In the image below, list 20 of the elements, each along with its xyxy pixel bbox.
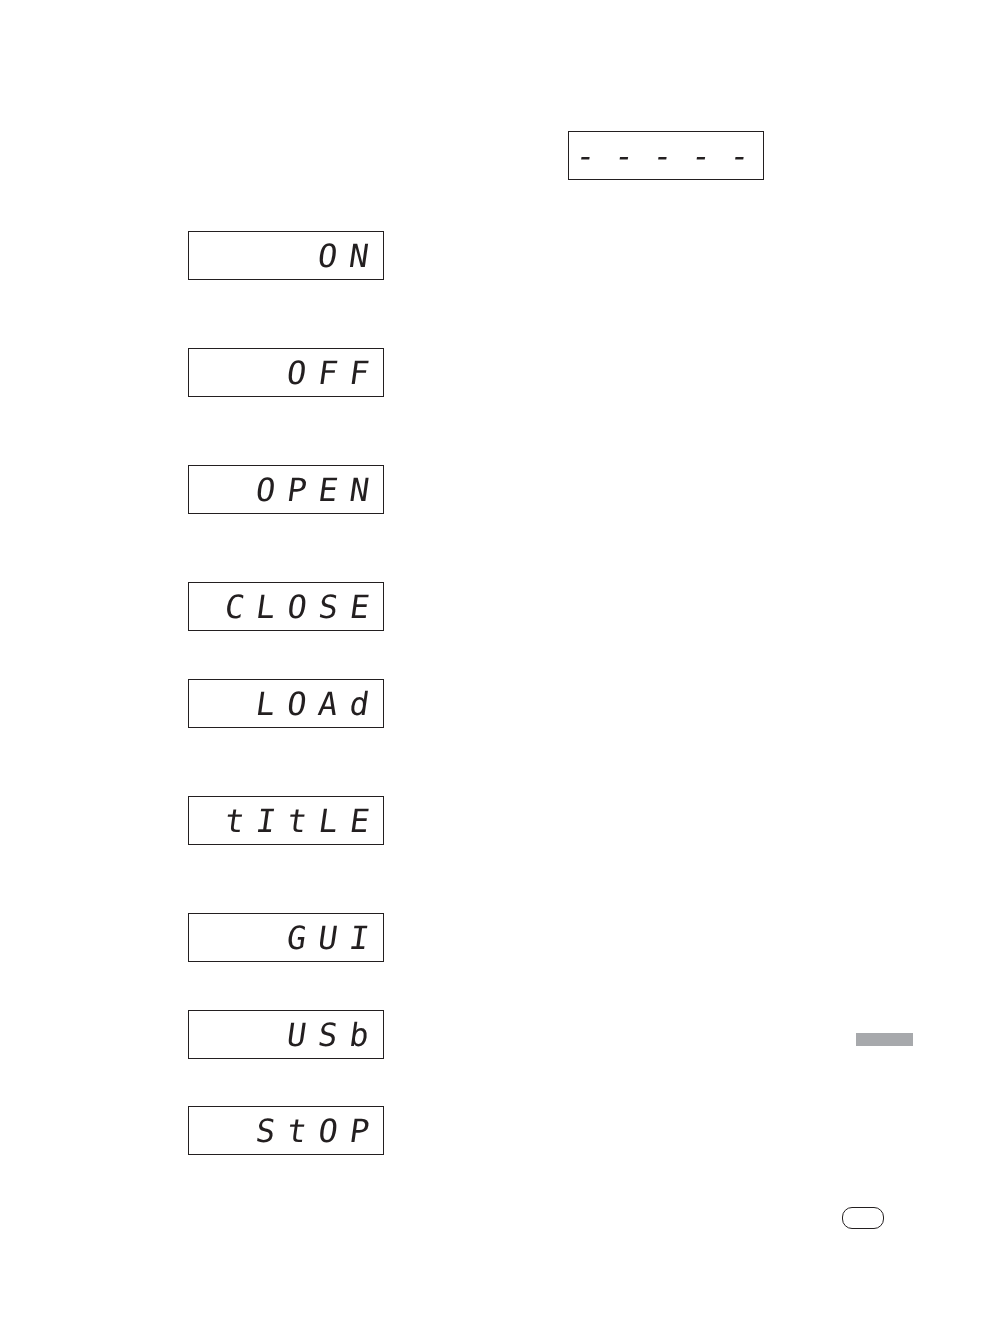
display-panel (188, 679, 384, 728)
display-readout: - - - - - (573, 139, 752, 173)
display-readout: USb (284, 1018, 384, 1052)
display-panel (188, 231, 384, 280)
display-panel (188, 913, 384, 962)
display-readout: GUI (284, 921, 384, 955)
display-panel (188, 348, 384, 397)
display-panel (188, 465, 384, 514)
display-panel (188, 582, 384, 631)
display-panel (568, 131, 764, 180)
display-panel (188, 796, 384, 845)
display-readout: LOAd (253, 687, 384, 721)
display-readout: ON (316, 239, 384, 273)
display-panel (188, 1106, 384, 1155)
display-readout: OPEN (253, 473, 384, 507)
display-readout: OFF (284, 356, 384, 390)
display-readout: tItLE (222, 804, 384, 838)
display-readout: CLOSE (222, 590, 384, 624)
display-readout: StOP (253, 1114, 384, 1148)
display-panel (188, 1010, 384, 1059)
